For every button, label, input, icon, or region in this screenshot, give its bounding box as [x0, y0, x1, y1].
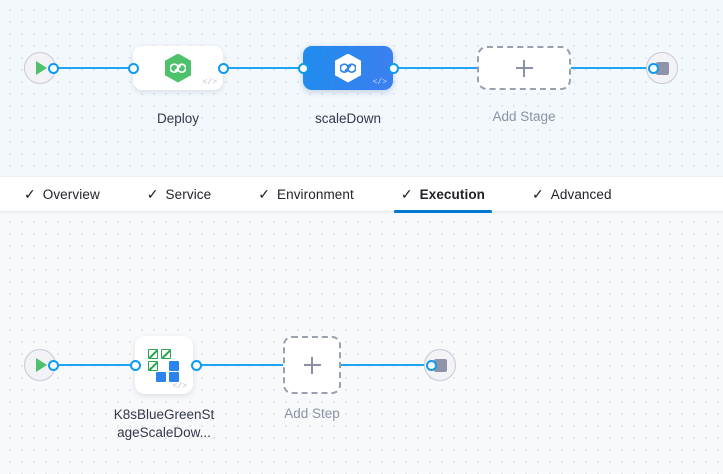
add-stage-button[interactable] [477, 46, 571, 90]
stage-config-tabs: ✓ Overview ✓ Service ✓ Environment ✓ Exe… [0, 176, 723, 213]
stage-node-scaledown[interactable]: </> [303, 46, 393, 90]
link-execstart-to-step [52, 364, 140, 366]
check-icon: ✓ [400, 186, 413, 202]
connector-dot-scaledown-in [298, 62, 309, 74]
link-deploy-to-scaledown [222, 67, 307, 69]
step-label-line2: ageScaleDow... [117, 425, 211, 440]
tab-environment[interactable]: ✓ Environment [258, 186, 354, 202]
connector-dot-end-in [648, 62, 659, 74]
link-step-to-addstep [196, 364, 283, 366]
link-addstage-to-end [571, 67, 653, 69]
connector-dot-execstart-out [48, 359, 59, 371]
play-icon [36, 358, 47, 372]
stage-label-deploy: Deploy [156, 111, 200, 126]
connector-dot-scaledown-out [388, 62, 399, 74]
kubernetes-scale-icon [147, 348, 181, 382]
check-icon: ✓ [258, 186, 270, 202]
step-label-line1: K8sBlueGreenSt [113, 407, 215, 422]
code-view-icon[interactable]: </> [172, 382, 187, 391]
add-step-button[interactable] [283, 336, 341, 394]
stage-node-deploy[interactable]: </> [133, 46, 223, 90]
check-icon: ✓ [532, 186, 544, 202]
play-icon [36, 61, 47, 75]
stage-label-scaledown: scaleDown [314, 111, 382, 126]
tab-execution[interactable]: ✓ Execution [393, 176, 493, 213]
execution-end-node[interactable] [424, 349, 456, 381]
code-view-icon[interactable]: </> [202, 78, 217, 87]
link-scaledown-to-addstage [392, 67, 477, 69]
stage-graph-canvas[interactable]: </> Deploy </> scaleDown Add Stage [0, 0, 723, 176]
stop-icon [433, 358, 447, 372]
connector-dot-step-out [191, 359, 202, 371]
connector-dot-start-out [48, 62, 59, 74]
tab-advanced[interactable]: ✓ Advanced [532, 186, 612, 202]
connector-dot-deploy-in [128, 62, 139, 74]
plus-icon [303, 356, 321, 374]
connector-dot-deploy-out [218, 62, 229, 74]
harness-hexagon-white-icon [335, 53, 361, 83]
code-view-icon[interactable]: </> [372, 78, 387, 87]
harness-hexagon-green-icon [165, 53, 191, 83]
add-step-label: Add Step [284, 406, 340, 421]
link-start-to-deploy [52, 67, 138, 69]
check-icon: ✓ [24, 186, 36, 202]
connector-dot-step-in [130, 359, 141, 371]
step-node-k8s-bluegreen-scaledown[interactable]: </> [135, 336, 193, 394]
execution-graph-canvas[interactable]: </> K8sBlueGreenSt ageScaleDow... Add St… [0, 212, 723, 474]
connector-dot-execend-in [426, 359, 437, 371]
add-stage-label: Add Stage [492, 109, 556, 124]
tab-overview[interactable]: ✓ Overview [24, 186, 100, 202]
plus-icon [515, 59, 533, 77]
tab-service[interactable]: ✓ Service [146, 186, 212, 202]
link-addstep-to-execend [341, 364, 431, 366]
check-icon: ✓ [146, 186, 159, 202]
stop-icon [655, 61, 669, 75]
